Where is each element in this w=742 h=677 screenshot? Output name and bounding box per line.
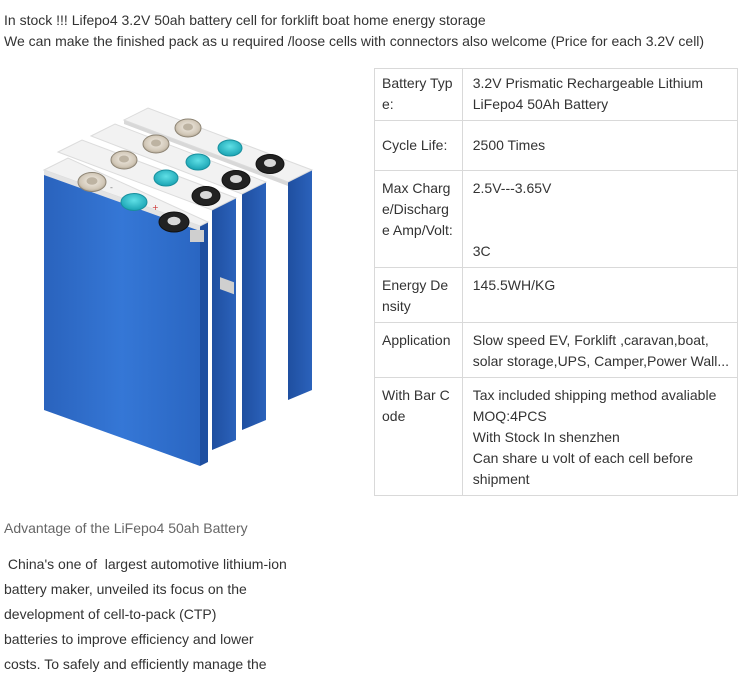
table-row: Max Charge/Discharge Amp/Volt: 2.5V---3.… — [374, 170, 739, 268]
spec-value: Slow speed EV, Forklift ,caravan,boat, s… — [461, 322, 739, 378]
article-line: batteries to improve efficiency and lowe… — [4, 631, 254, 647]
article-line: development of cell-to-pack (CTP) — [4, 606, 217, 622]
battery-cells-image: - + — [42, 107, 314, 466]
spec-value: 3.2V Prismatic Rechargeable Lithium LiFe… — [461, 68, 739, 121]
article-body: China's one of largest automotive lithiu… — [4, 552, 287, 677]
intro-line-1: In stock !!! Lifepo4 3.2V 50ah battery c… — [4, 12, 486, 28]
table-row: Application Slow speed EV, Forklift ,car… — [374, 322, 739, 378]
battery-cell-3 — [89, 123, 268, 430]
positive-marker: + — [152, 203, 159, 212]
spec-label: Energy Density — [374, 267, 463, 323]
advantage-heading: Advantage of the LiFepo4 50ah Battery — [4, 520, 248, 536]
spec-label: Battery Type: — [374, 68, 463, 121]
table-row: Energy Density 145.5WH/KG — [374, 267, 739, 323]
article-line: battery maker, unveiled its focus on the — [4, 581, 247, 597]
spec-value: 2.5V---3.65V 3C — [461, 170, 739, 268]
spec-label: Application — [374, 322, 463, 378]
spec-value: 145.5WH/KG — [461, 267, 739, 323]
spec-label: With Bar Code — [374, 377, 463, 496]
table-row: With Bar Code Tax included shipping meth… — [374, 377, 739, 496]
intro-line-2: We can make the finished pack as u requi… — [4, 33, 705, 49]
article-line: China's one of largest automotive lithiu… — [4, 556, 287, 572]
table-row: Battery Type: 3.2V Prismatic Rechargeabl… — [374, 68, 739, 121]
spec-label: Max Charge/Discharge Amp/Volt: — [374, 170, 463, 268]
spec-table: Battery Type: 3.2V Prismatic Rechargeabl… — [374, 68, 739, 496]
battery-cell-1: - + — [42, 157, 210, 466]
intro-text: In stock !!! Lifepo4 3.2V 50ah battery c… — [4, 10, 704, 52]
spec-value: Tax included shipping method avaliable M… — [461, 377, 739, 496]
table-row: Cycle Life: 2500 Times — [374, 120, 739, 171]
battery-cell-4 — [122, 107, 314, 400]
spec-label: Cycle Life: — [374, 120, 463, 171]
negative-marker: - — [110, 183, 113, 192]
battery-cell-2 — [56, 139, 238, 450]
spec-value: 2500 Times — [461, 120, 739, 171]
article-line: costs. To safely and efficiently manage … — [4, 656, 267, 672]
